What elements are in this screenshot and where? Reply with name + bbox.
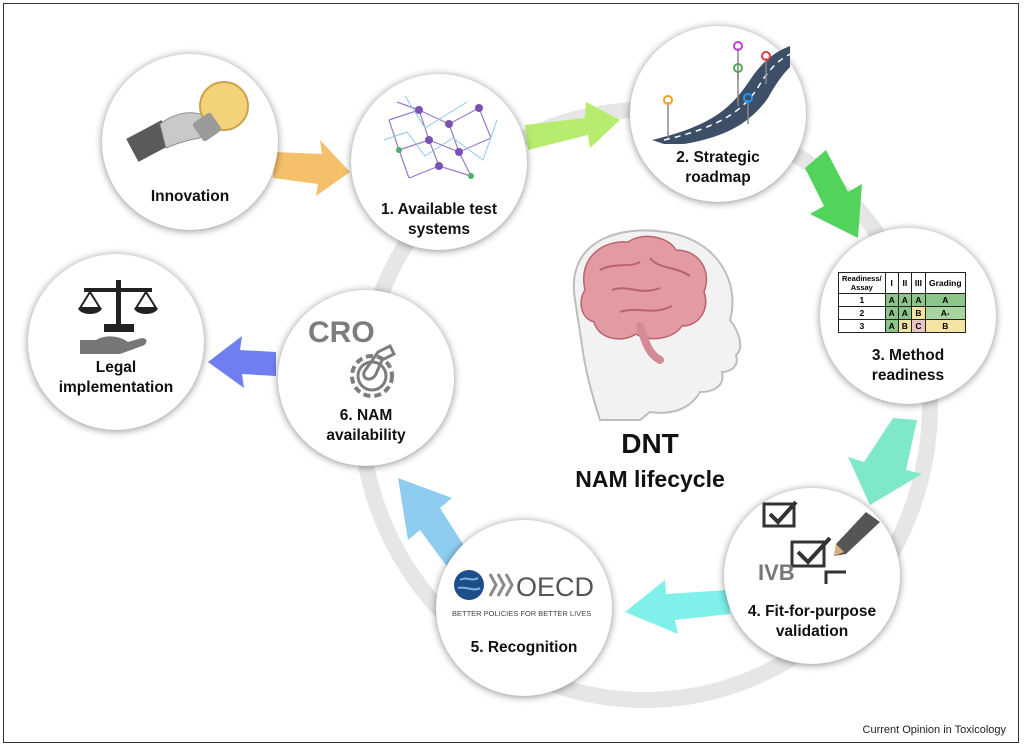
table-cell: 1 bbox=[838, 293, 886, 307]
table-cell: 3 bbox=[838, 319, 886, 333]
ivb-text: IVB bbox=[758, 560, 795, 585]
road-icon bbox=[652, 41, 790, 144]
table-cell: B bbox=[924, 319, 966, 333]
node-roadmap-label: 2. Strategic roadmap bbox=[676, 149, 760, 186]
diagram-title: DNT bbox=[621, 428, 679, 459]
brain-icon bbox=[580, 235, 708, 340]
node-recognition: OECD BETTER POLICIES FOR BETTER LIVES 5.… bbox=[436, 520, 612, 696]
table-cell: A bbox=[897, 293, 912, 307]
source-credit: Current Opinion in Toxicology bbox=[862, 724, 1006, 736]
table-cell: B bbox=[910, 306, 926, 320]
cro-text: CRO bbox=[308, 316, 375, 349]
baby-head-brain-illustration bbox=[572, 229, 742, 421]
node-nam-availability: CRO 6. NAM availability bbox=[278, 290, 454, 466]
table-row: 1 A A A A bbox=[838, 293, 966, 307]
table-header-cell: Grading bbox=[924, 272, 966, 294]
table-header-cell: III bbox=[910, 272, 926, 294]
neuron-network-icon bbox=[383, 95, 498, 179]
table-header-cell: II bbox=[897, 272, 912, 294]
table-header-cell: Readiness/ Assay bbox=[838, 272, 886, 294]
arrow-6-to-legal bbox=[208, 336, 276, 388]
oecd-globe-icon: OECD bbox=[454, 570, 594, 602]
table-cell: C bbox=[910, 319, 926, 333]
diagram-subtitle: NAM lifecycle bbox=[575, 466, 725, 492]
node-validation: IVB 4. Fit-for-purpose validation bbox=[724, 488, 900, 664]
node-readiness-label: 3. Method readiness bbox=[871, 347, 945, 384]
scales-of-justice-icon bbox=[78, 280, 158, 354]
node-innovation: Innovation bbox=[102, 54, 278, 230]
node-validation-label: 4. Fit-for-purpose validation bbox=[747, 603, 877, 640]
table-row: 3 A B C B bbox=[838, 319, 966, 333]
arrow-2-to-3 bbox=[805, 150, 862, 238]
table-cell: A bbox=[884, 306, 899, 320]
gear-flask-icon bbox=[350, 343, 397, 398]
node-innovation-label: Innovation bbox=[150, 188, 230, 205]
table-cell: A bbox=[924, 293, 966, 307]
node-test-systems-label: 1. Available test systems bbox=[380, 201, 497, 238]
lightbulb-hand-icon bbox=[126, 81, 249, 162]
arrow-1-to-2 bbox=[525, 102, 620, 150]
arrow-3-to-4 bbox=[848, 418, 922, 505]
arrow-innovation-to-1 bbox=[273, 140, 350, 196]
oecd-logo: OECD BETTER POLICIES FOR BETTER LIVES bbox=[452, 568, 602, 618]
table-cell: B bbox=[897, 319, 912, 333]
table-row: 2 A A B A- bbox=[838, 306, 966, 320]
node-legal-label: Legal implementation bbox=[58, 359, 174, 396]
node-legal: Legal implementation bbox=[28, 254, 204, 430]
node-nam-availability-label: 6. NAM availability bbox=[326, 407, 406, 444]
table-cell: A- bbox=[924, 306, 966, 320]
table-cell: A bbox=[910, 293, 926, 307]
oecd-tagline: BETTER POLICIES FOR BETTER LIVES bbox=[452, 609, 592, 618]
table-header-cell: I bbox=[884, 272, 899, 294]
figure-frame bbox=[3, 3, 1019, 743]
readiness-table: Readiness/ Assay I II III Grading 1 A A … bbox=[838, 272, 966, 333]
node-readiness: Readiness/ Assay I II III Grading 1 A A … bbox=[820, 228, 996, 404]
checklist-icon: IVB bbox=[758, 500, 880, 585]
arrow-5-to-6 bbox=[398, 478, 468, 568]
readiness-table-header: Readiness/ Assay I II III Grading bbox=[838, 272, 966, 294]
oecd-wordmark: OECD bbox=[516, 572, 594, 602]
node-test-systems: 1. Available test systems bbox=[351, 74, 527, 250]
table-cell: A bbox=[884, 293, 899, 307]
arrow-4-to-5 bbox=[625, 580, 730, 634]
table-cell: A bbox=[884, 319, 899, 333]
node-roadmap: 2. Strategic roadmap bbox=[630, 26, 806, 202]
table-cell: A bbox=[897, 306, 912, 320]
node-recognition-label: 5. Recognition bbox=[470, 639, 578, 656]
table-cell: 2 bbox=[838, 306, 886, 320]
